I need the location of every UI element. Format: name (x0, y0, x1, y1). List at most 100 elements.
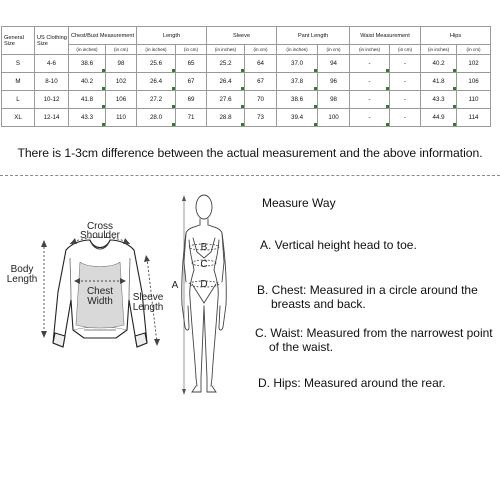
measure-item-a: A. Vertical height head to toe. (260, 238, 500, 252)
cell-value: 43.3 (68, 108, 106, 127)
cell-value: - (389, 90, 422, 109)
measurement-diagrams: Cross Shoulder Body Length Chest Width S… (7, 194, 227, 395)
cell-value: 27.2 (136, 90, 176, 109)
cell-value: 67 (174, 72, 208, 91)
cell-value: 27.6 (206, 90, 246, 109)
cell-value: - (389, 72, 422, 91)
unit-cm: (in cm) (317, 44, 351, 55)
cell-value: 94 (317, 54, 351, 73)
cell-value: 41.8 (420, 72, 458, 91)
cell-value: - (389, 54, 422, 73)
cell-value: - (349, 108, 391, 127)
cell-value: 44.9 (420, 108, 458, 127)
cell-value: 64 (244, 54, 278, 73)
cell-value: - (349, 72, 391, 91)
measurement-note: There is 1-3cm difference between the ac… (17, 146, 483, 160)
label-body-length-2: Length (7, 274, 38, 285)
cell-value: 37.0 (276, 54, 319, 73)
unit-cm: (in cm) (389, 44, 422, 55)
table-row: S 4-6 38.6 98 25.6 65 25.2 64 37.0 94 - … (1, 54, 492, 73)
label-cross-shoulder-2: Shoulder (80, 230, 121, 241)
measure-c-line1: C. Waist: Measured from the narrowest po… (255, 326, 493, 340)
section-divider (0, 175, 500, 176)
cell-value: 102 (105, 72, 137, 91)
cell-us: 4-6 (34, 54, 69, 73)
cell-value: 71 (174, 108, 208, 127)
measure-b-line2: breasts and back. (271, 297, 366, 311)
cell-value: 114 (456, 108, 492, 127)
cell-value: 102 (456, 54, 492, 73)
measure-item-b: B. Chest: Measured in a circle around th… (257, 283, 497, 311)
cell-value: - (389, 108, 422, 127)
cell-size: XL (1, 108, 35, 127)
cell-value: 38.6 (276, 90, 319, 109)
header-hips: Hips (420, 26, 492, 45)
cell-value: 40.2 (420, 54, 458, 73)
human-figure-illustration (181, 194, 227, 393)
cell-value: 25.6 (136, 54, 176, 73)
header-chest: Chest/Bust Measurement (68, 26, 137, 45)
cell-value: 100 (317, 108, 351, 127)
cell-value: 26.4 (206, 72, 246, 91)
label-cross-shoulder-1: Cross (87, 221, 113, 232)
cell-value: 37.8 (276, 72, 319, 91)
size-chart-table: General Size US Clothing Size Chest/Bust… (1, 26, 492, 127)
label-mark-d: D (200, 279, 207, 290)
unit-inches: (in inches) (68, 44, 106, 55)
cell-value: - (349, 90, 391, 109)
unit-inches: (in inches) (276, 44, 319, 55)
cell-size: S (1, 54, 35, 73)
label-mark-a: A (172, 280, 179, 291)
chest-width-indicator (74, 278, 126, 284)
cell-us: 12-14 (34, 108, 69, 127)
table-row: XL 12-14 43.3 110 28.0 71 28.8 73 39.4 1… (1, 108, 492, 127)
table-row: M 8-10 40.2 102 26.4 67 26.4 67 37.8 96 … (1, 72, 492, 91)
header-us-size: US Clothing Size (34, 26, 69, 55)
unit-cm: (in cm) (174, 44, 208, 55)
cell-value: 110 (105, 108, 137, 127)
cell-value: 28.0 (136, 108, 176, 127)
unit-inches: (in inches) (206, 44, 246, 55)
cell-value: 73 (244, 108, 278, 127)
header-general-size: General Size (1, 26, 35, 55)
unit-inches: (in inches) (420, 44, 458, 55)
cell-value: 106 (105, 90, 137, 109)
header-sleeve: Sleeve (206, 26, 278, 45)
table-body: S 4-6 38.6 98 25.6 65 25.2 64 37.0 94 - … (1, 54, 492, 127)
cross-shoulder-indicator (69, 236, 131, 245)
cell-value: 43.3 (420, 90, 458, 109)
cell-value: - (349, 54, 391, 73)
cell-value: 106 (456, 72, 492, 91)
header-waist: Waist Measurement (349, 26, 422, 45)
header-length: Length (135, 26, 208, 45)
cell-size: M (1, 72, 35, 91)
measure-c-line2: of the waist. (269, 340, 334, 354)
cell-value: 67 (244, 72, 278, 91)
cell-value: 40.2 (68, 72, 106, 91)
body-measure-rings (188, 243, 220, 288)
label-chest-width-2: Width (87, 296, 113, 307)
label-sleeve-length-2: Length (133, 302, 164, 313)
unit-cm: (in cm) (456, 44, 492, 55)
measure-d-text: D. Hips: Measured around the rear. (258, 376, 446, 390)
cell-value: 70 (244, 90, 278, 109)
cell-value: 39.4 (276, 108, 319, 127)
unit-inches: (in inches) (136, 44, 176, 55)
label-body-length-1: Body (11, 264, 34, 275)
header-pant-length: Pant Length (276, 26, 351, 45)
sweater-illustration (52, 239, 148, 348)
unit-cm: (in cm) (105, 44, 137, 55)
measure-item-d: D. Hips: Measured around the rear. (258, 376, 498, 390)
cell-value: 96 (317, 72, 351, 91)
measure-item-c: C. Waist: Measured from the narrowest po… (255, 326, 495, 354)
label-mark-c: C (200, 259, 207, 270)
measure-b-line1: B. Chest: Measured in a circle around th… (257, 283, 478, 297)
cell-value: 98 (317, 90, 351, 109)
label-sleeve-length-1: Sleeve (133, 292, 164, 303)
cell-value: 69 (174, 90, 208, 109)
cell-us: 8-10 (34, 72, 69, 91)
cell-value: 65 (174, 54, 208, 73)
measure-a-text: A. Vertical height head to toe. (260, 238, 417, 252)
measure-way-title: Measure Way (262, 196, 336, 210)
cell-us: 10-12 (34, 90, 69, 109)
